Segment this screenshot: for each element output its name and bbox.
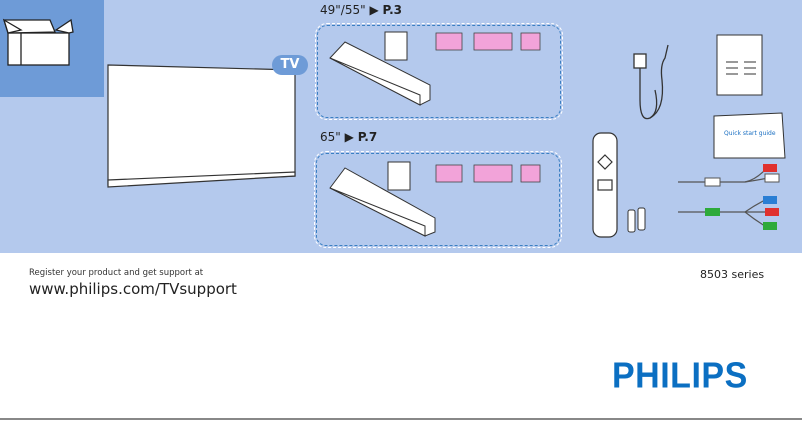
remote-icon (592, 132, 618, 238)
power-cord-icon (633, 44, 669, 120)
rca-red (763, 164, 777, 172)
stand-small-page: P.3 (382, 3, 403, 17)
stand-large-frame (314, 151, 562, 248)
box-icon (2, 18, 74, 66)
stand-icon (329, 31, 431, 106)
av-plug-white (704, 177, 721, 187)
support-url[interactable]: www.philips.com/TVsupport (29, 280, 237, 298)
stand-large-size: 65" (320, 130, 341, 144)
stand-large-label: 65" ▶ P.7 (320, 130, 377, 144)
contents-illustration: Quick start guide (2, 18, 786, 238)
rca-red (765, 208, 779, 216)
bottom-divider (0, 418, 802, 420)
stand-large-page: P.7 (357, 130, 378, 144)
stand-small-frame (315, 23, 563, 120)
arrow-right-icon: ▶ (369, 3, 379, 17)
register-text: Register your product and get support at (29, 268, 204, 278)
philips-logo: PHILIPS (612, 356, 748, 396)
series-label: 8503 series (700, 268, 765, 281)
tv-badge: TV (272, 55, 308, 75)
quick-start-guide-label: Quick start guide (724, 130, 776, 137)
stand-small-size: 49"/55" (320, 3, 366, 17)
battery-icon (627, 207, 646, 233)
arrow-right-icon: ▶ (344, 130, 354, 144)
rca-white (764, 173, 780, 183)
tv-icon (107, 64, 296, 188)
rca-blue (763, 196, 777, 204)
screw-icon (435, 32, 541, 183)
av-plug-green (705, 208, 720, 216)
rca-green (763, 222, 777, 230)
av-cable-icon (678, 169, 769, 227)
stand-icon (329, 161, 436, 237)
manual-icon (713, 34, 786, 159)
stand-small-label: 49"/55" ▶ P.3 (320, 3, 402, 17)
